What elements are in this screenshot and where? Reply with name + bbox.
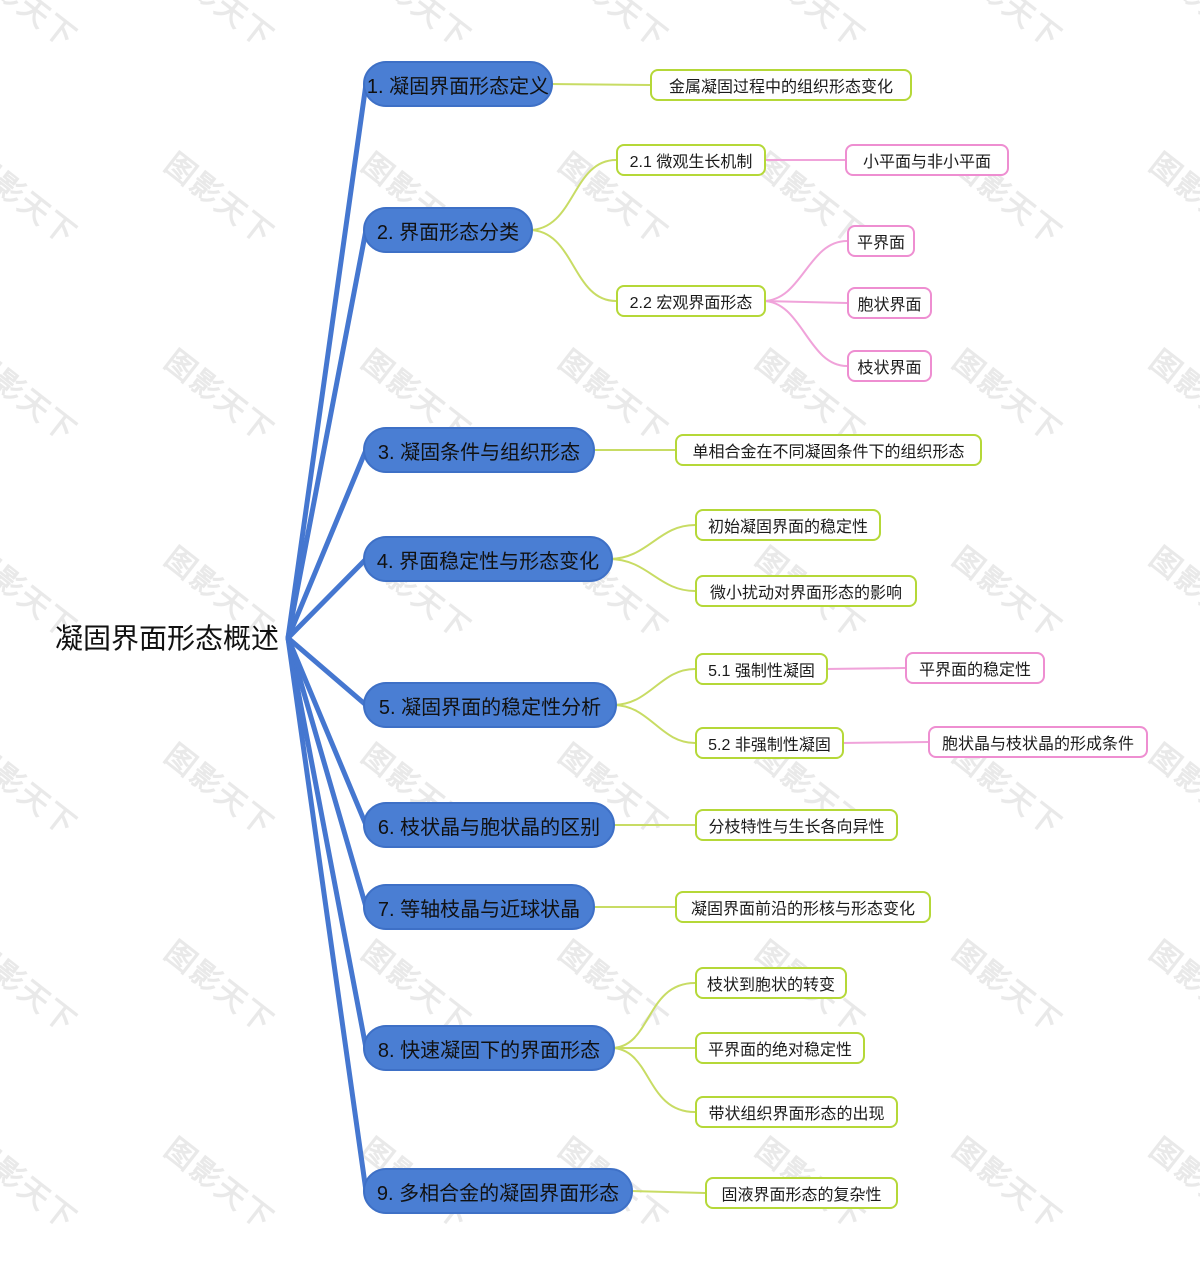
watermark-stamp: 图影天下 (749, 0, 871, 56)
topic-node-3[interactable]: 3. 凝固条件与组织形态 (363, 427, 595, 473)
leaf-node-2-2-1[interactable]: 平界面 (847, 225, 915, 257)
subtopic-node-2-1[interactable]: 2.1 微观生长机制 (616, 144, 766, 176)
watermark-stamp: 图影天下 (1143, 1132, 1200, 1238)
topic-node-8[interactable]: 8. 快速凝固下的界面形态 (363, 1025, 615, 1071)
edge-sub52-leaf (840, 741, 929, 744)
subtopic-node-1-1[interactable]: 金属凝固过程中的组织形态变化 (650, 69, 912, 101)
leaf-node-2-1-1[interactable]: 小平面与非小平面 (845, 144, 1009, 176)
edge-sub22-leaf3 (762, 300, 848, 367)
edge-topic8-sub83 (610, 1047, 696, 1113)
watermark-stamp: 图影天下 (158, 1132, 280, 1238)
edge-root-topic9 (285, 635, 369, 1194)
watermark-stamp: 图影天下 (1143, 935, 1200, 1041)
subtopic-node-8-1[interactable]: 枝状到胞状的转变 (695, 967, 847, 999)
watermark-stamp: 图影天下 (0, 0, 83, 56)
subtopic-node-3-1[interactable]: 单相合金在不同凝固条件下的组织形态 (675, 434, 982, 466)
watermark-stamp: 图影天下 (1143, 738, 1200, 844)
watermark-stamp: 图影天下 (1143, 344, 1200, 450)
topic-node-4[interactable]: 4. 界面稳定性与形态变化 (363, 536, 613, 582)
watermark-stamp: 图影天下 (158, 935, 280, 1041)
edge-root-topic5 (285, 635, 369, 708)
leaf-node-5-1-1[interactable]: 平界面的稳定性 (905, 652, 1045, 684)
subtopic-node-8-3[interactable]: 带状组织界面形态的出现 (695, 1096, 898, 1128)
edge-topic2-sub22 (528, 229, 617, 302)
root-topic[interactable]: 凝固界面形态概述 (55, 623, 280, 654)
topic-node-9[interactable]: 9. 多相合金的凝固界面形态 (363, 1168, 633, 1214)
subtopic-node-6-1[interactable]: 分枝特性与生长各向异性 (695, 809, 898, 841)
edge-root-topic1 (285, 81, 369, 641)
edge-sub51-leaf (824, 667, 906, 670)
watermark-stamp: 图影天下 (1143, 0, 1200, 56)
edge-root-topic2 (285, 227, 369, 641)
watermark-stamp: 图影天下 (946, 0, 1068, 56)
edge-topic2-sub21 (528, 159, 617, 231)
edge-root-topic6 (285, 635, 369, 828)
subtopic-node-5-2[interactable]: 5.2 非强制性凝固 (695, 727, 844, 759)
edge-root-topic3 (285, 447, 369, 641)
topic-node-6[interactable]: 6. 枝状晶与胞状晶的区别 (363, 802, 615, 848)
edge-root-topic7 (285, 635, 369, 910)
watermark-stamp: 图影天下 (158, 0, 280, 56)
watermark-stamp: 图影天下 (552, 0, 674, 56)
topic-node-2[interactable]: 2. 界面形态分类 (363, 207, 533, 253)
edge-topic4-sub41 (608, 524, 696, 560)
edge-root-topic4 (285, 556, 369, 641)
watermark-stamp: 图影天下 (0, 147, 83, 253)
watermark-stamp: 图影天下 (1143, 541, 1200, 647)
leaf-node-2-2-2[interactable]: 胞状界面 (847, 287, 932, 319)
subtopic-node-4-1[interactable]: 初始凝固界面的稳定性 (695, 509, 881, 541)
edge-sub22-leaf1 (762, 240, 848, 302)
subtopic-node-9-1[interactable]: 固液界面形态的复杂性 (705, 1177, 898, 1209)
edge-root-topic8 (285, 635, 369, 1051)
subtopic-node-7-1[interactable]: 凝固界面前沿的形核与形态变化 (675, 891, 931, 923)
watermark-stamp: 图影天下 (0, 344, 83, 450)
subtopic-node-2-2[interactable]: 2.2 宏观界面形态 (616, 285, 766, 317)
watermark-stamp: 图影天下 (0, 738, 83, 844)
subtopic-node-8-2[interactable]: 平界面的绝对稳定性 (695, 1032, 865, 1064)
edge-topic5-sub51 (612, 668, 696, 706)
edge-topic8-sub81 (610, 982, 696, 1049)
watermark-stamp: 图影天下 (158, 147, 280, 253)
watermark-stamp: 图影天下 (946, 935, 1068, 1041)
topic-node-1[interactable]: 1. 凝固界面形态定义 (363, 61, 553, 107)
leaf-node-5-2-1[interactable]: 胞状晶与枝状晶的形成条件 (928, 726, 1148, 758)
subtopic-node-4-2[interactable]: 微小扰动对界面形态的影响 (695, 575, 917, 607)
topic-node-5[interactable]: 5. 凝固界面的稳定性分析 (363, 682, 617, 728)
edge-topic4-sub42 (608, 558, 696, 592)
edge-topic1-sub (548, 83, 651, 86)
watermark-stamp: 图影天下 (158, 738, 280, 844)
edge-topic9-sub (628, 1190, 706, 1194)
watermark-stamp: 图影天下 (0, 1132, 83, 1238)
edge-topic5-sub52 (612, 704, 696, 744)
watermark-stamp: 图影天下 (946, 1132, 1068, 1238)
leaf-node-2-2-3[interactable]: 枝状界面 (847, 350, 932, 382)
topic-node-7[interactable]: 7. 等轴枝晶与近球状晶 (363, 884, 595, 930)
subtopic-node-5-1[interactable]: 5.1 强制性凝固 (695, 653, 828, 685)
watermark-stamp: 图影天下 (946, 541, 1068, 647)
watermark-stamp: 图影天下 (158, 344, 280, 450)
watermark-stamp: 图影天下 (0, 935, 83, 1041)
watermark-stamp: 图影天下 (355, 0, 477, 56)
watermark-stamp: 图影天下 (1143, 147, 1200, 253)
edge-sub22-leaf2 (762, 300, 848, 304)
